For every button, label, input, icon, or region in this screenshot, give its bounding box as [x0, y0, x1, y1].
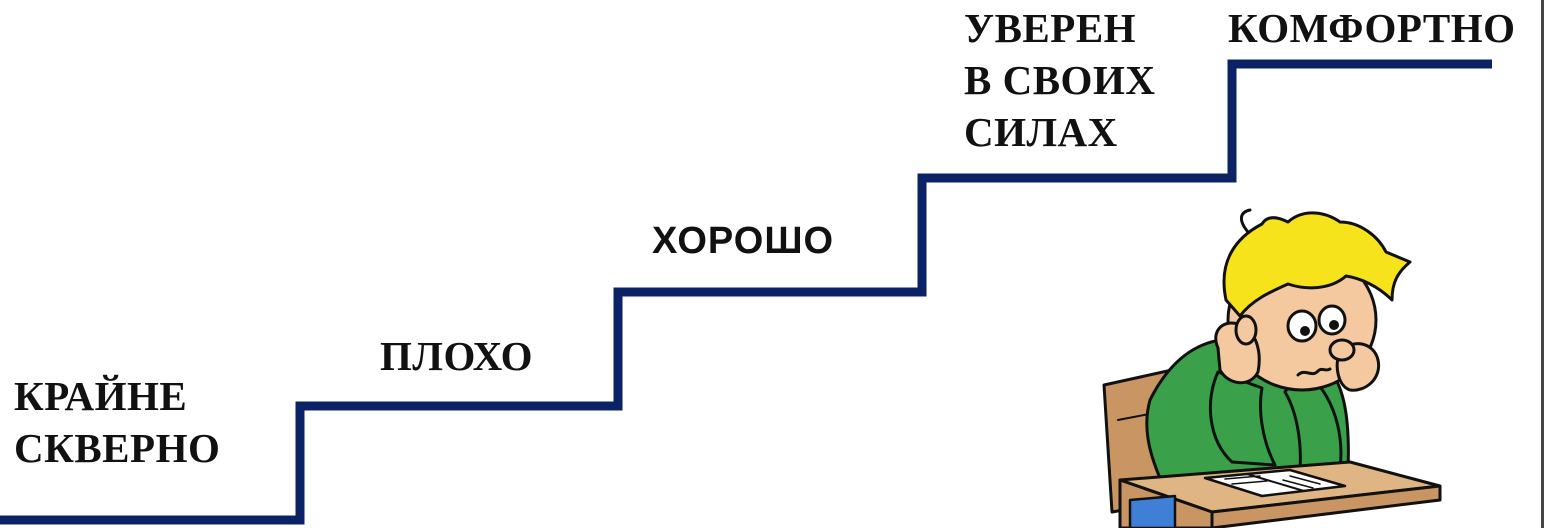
step-label-line: В СВОИХ [964, 57, 1156, 103]
thinking-student-icon [1102, 208, 1442, 528]
eye-right [1317, 304, 1347, 336]
nose [1328, 338, 1356, 362]
step-label-extremely-bad: КРАЙНЕ СКВЕРНО [14, 370, 220, 474]
step-label-line: СКВЕРНО [14, 425, 221, 471]
step-label-line: УВЕРЕН [964, 5, 1137, 51]
step-label-bad: ПЛОХО [380, 330, 533, 382]
step-label-comfortable: КОМФОРТНО [1228, 2, 1516, 54]
eye-left [1286, 309, 1318, 343]
step-label-line: КРАЙНЕ [14, 373, 188, 419]
step-label-confident: УВЕРЕН В СВОИХ СИЛАХ [964, 2, 1155, 158]
arm-left [1208, 370, 1277, 467]
staircase-line [0, 59, 1492, 525]
mouth [1296, 367, 1332, 377]
step-label-line: ХОРОШО [652, 220, 835, 262]
right-border-line [1541, 0, 1544, 528]
step-label-line: ПЛОХО [380, 333, 534, 379]
hair [1222, 211, 1412, 318]
step-label-line: СИЛАХ [964, 109, 1118, 155]
step-label-good: ХОРОШО [652, 218, 834, 264]
step-label-line: КОМФОРТНО [1228, 5, 1516, 51]
